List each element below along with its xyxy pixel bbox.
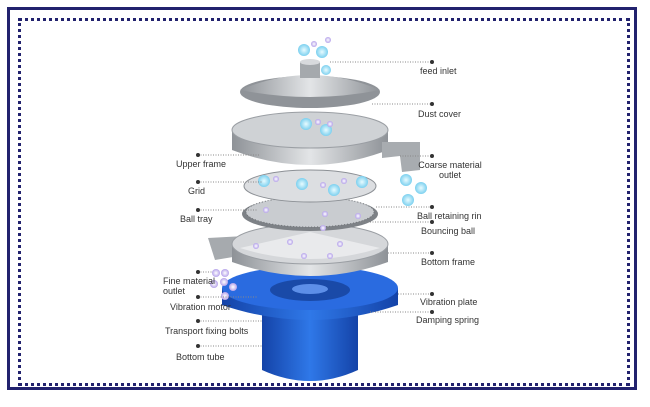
label-vibration-motor: Vibration motor — [170, 302, 231, 312]
label-bottom-tube: Bottom tube — [176, 352, 225, 362]
bottom-tube — [222, 266, 398, 381]
label-bouncing-ball: Bouncing ball — [421, 226, 476, 236]
label-grid: Grid — [188, 186, 206, 196]
material-balls — [210, 37, 427, 300]
label-line: Coarse material — [418, 160, 482, 170]
leader-lines — [198, 61, 432, 347]
outer-border — [7, 7, 637, 390]
label-transport-fixing-bolts: Transport fixing bolts — [165, 326, 249, 336]
label-dust-cover: Dust cover — [418, 109, 462, 119]
dust-cover — [240, 59, 380, 108]
label-ball-retaining-ring: Ball retaining rin — [417, 211, 482, 221]
label-line: outlet — [438, 170, 462, 180]
label-damping-spring: Damping spring — [416, 315, 480, 325]
label-upper-frame: Upper frame — [176, 159, 227, 169]
dotted-border — [18, 18, 630, 386]
label-vibration-plate: Vibration plate — [420, 297, 478, 307]
upper-frame — [231, 111, 420, 172]
label-line: Fine material — [163, 276, 216, 286]
label-feed-inlet: feed inlet — [420, 66, 457, 76]
label-line: outlet — [163, 286, 186, 296]
bottom-frame — [208, 223, 389, 276]
leader-dots — [196, 60, 434, 348]
label-ball-tray: Ball tray — [180, 214, 213, 224]
label-bottom-frame: Bottom frame — [421, 257, 476, 267]
ball-tray — [242, 196, 378, 231]
